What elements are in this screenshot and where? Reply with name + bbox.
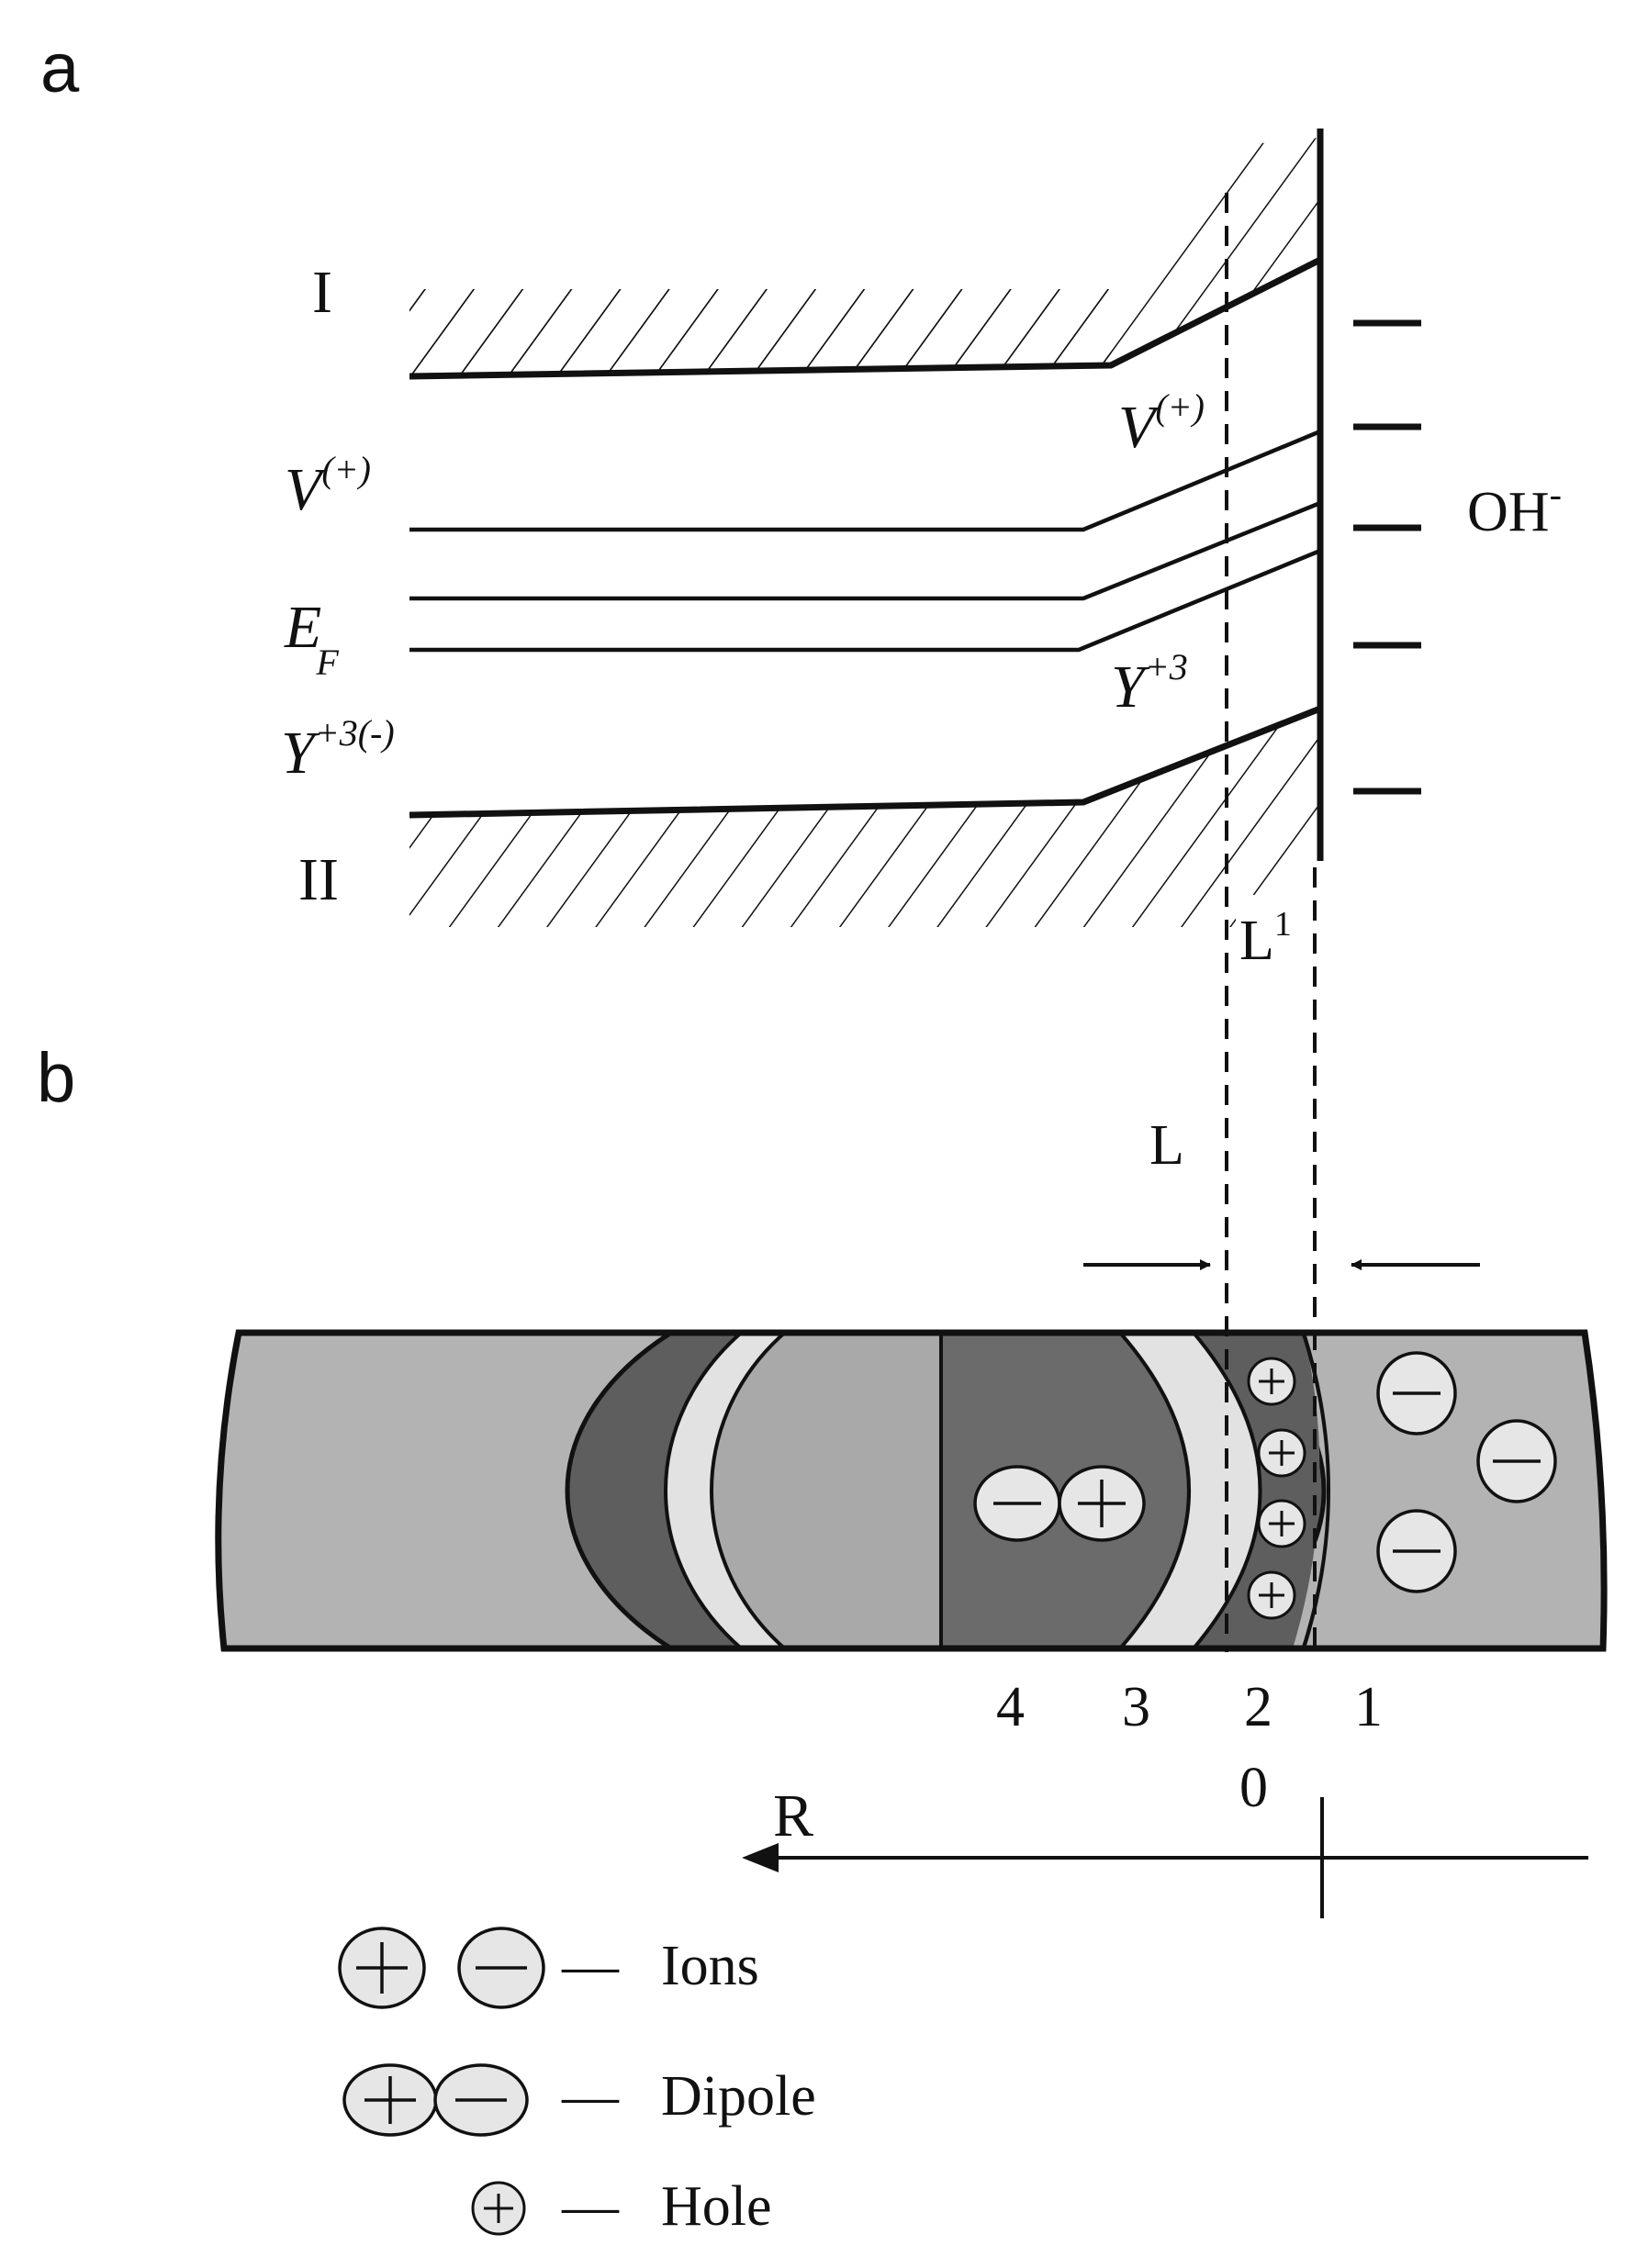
band-label-upper: I — [312, 259, 332, 326]
panel-b-label: b — [37, 1039, 75, 1117]
upper-band-edge — [409, 256, 1322, 380]
lower-band-hatch — [409, 707, 1320, 927]
legend-positive-ion-symbol — [338, 1927, 426, 2009]
legend-ions-dash: — — [561, 1935, 620, 1997]
legend-hole-label: Hole — [661, 2175, 772, 2238]
region-3-right-arc-outline — [1192, 1333, 1262, 1648]
panel-a-label: a — [40, 29, 80, 107]
region-2-dark-band — [1194, 1333, 1320, 1648]
legend-hole-symbol — [471, 2181, 526, 2236]
legend-negative-ion-symbol — [457, 1927, 545, 2009]
level-v-line — [409, 429, 1321, 532]
legend-dipole-symbol — [342, 2063, 529, 2137]
region-label-3: 3 — [1122, 1676, 1150, 1738]
region-label-4: 4 — [996, 1676, 1025, 1738]
legend-ions-label: Ions — [661, 1935, 759, 1997]
particle-outline — [215, 1329, 1608, 1652]
hole-charge — [1257, 1428, 1306, 1478]
region-label-2: 2 — [1244, 1676, 1272, 1738]
region-4-right-outline — [1118, 1333, 1191, 1648]
region-label-1: 1 — [1354, 1676, 1383, 1738]
lower-band-edge — [409, 705, 1322, 819]
upper-band-hatch-fill — [409, 138, 1320, 376]
hole-charge — [1257, 1499, 1306, 1548]
level-y-line — [409, 548, 1321, 653]
level-ef-line — [409, 500, 1321, 601]
r-axis-arrowhead — [742, 1843, 779, 1872]
legend: — Ions — Dipole — Hole — [338, 1927, 816, 2238]
band-label-lower: II — [298, 846, 339, 913]
legend-hole-dash: — — [561, 2175, 620, 2238]
dipole — [973, 1465, 1146, 1542]
hole-charge — [1247, 1357, 1296, 1406]
origin-label: 0 — [1239, 1757, 1268, 1819]
legend-dipole-dash: — — [561, 2065, 620, 2128]
r-axis-label: R — [773, 1782, 813, 1849]
negative-ion — [1376, 1351, 1457, 1436]
level-v-left-label: V(+) — [285, 449, 371, 523]
legend-dipole-label: Dipole — [661, 2065, 816, 2128]
level-y-right-label: Y+3 — [1111, 646, 1188, 721]
level-v-right-label: V(+) — [1118, 386, 1205, 461]
surface-ion-label: OH- — [1467, 474, 1562, 543]
hole-charge — [1247, 1570, 1296, 1620]
l1-label: L1 — [1239, 905, 1292, 972]
l1-label-background — [1236, 895, 1320, 959]
negative-ion — [1476, 1419, 1557, 1503]
l-label: L — [1149, 1114, 1184, 1177]
negative-ion — [1376, 1509, 1457, 1593]
level-y-left-label: Y+3(-) — [281, 712, 395, 787]
region-1-right-fill — [1306, 1333, 1605, 1648]
